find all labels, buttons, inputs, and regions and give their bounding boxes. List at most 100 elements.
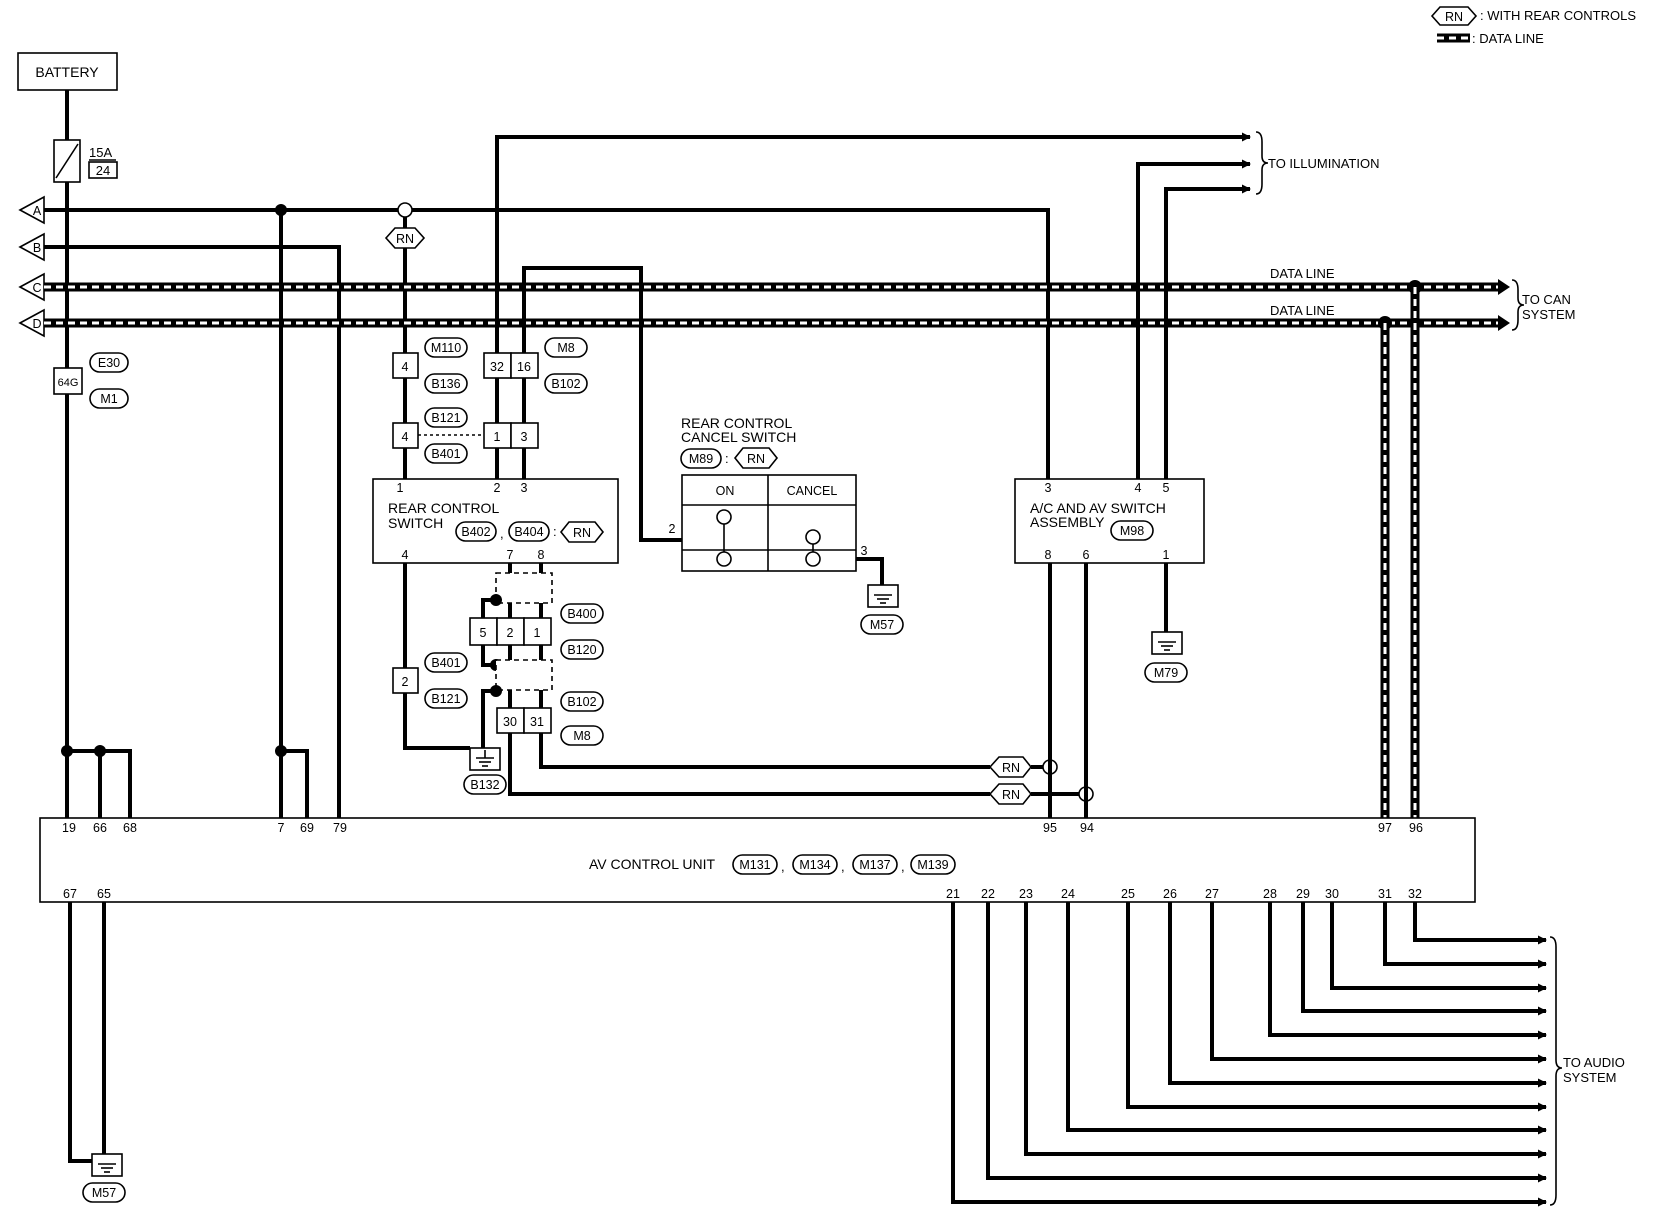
audio-label-line2: SYSTEM [1563, 1070, 1616, 1085]
svg-text:2: 2 [494, 481, 501, 495]
svg-text:32: 32 [490, 360, 504, 374]
svg-text:68: 68 [123, 821, 137, 835]
data-line-label-1: DATA LINE [1270, 266, 1335, 281]
cancel-switch-cancel: CANCEL [787, 484, 838, 498]
svg-text:1: 1 [534, 626, 541, 640]
wire-a [44, 208, 1050, 479]
legend: RN : WITH REAR CONTROLS : DATA LINE [1430, 6, 1636, 46]
fuse-amp: 15A [89, 145, 112, 160]
fuse-number: 24 [96, 163, 110, 178]
svg-text:1: 1 [397, 481, 404, 495]
cancel-switch-table [681, 474, 857, 572]
svg-text:24: 24 [1061, 887, 1075, 901]
rear-control-switch [372, 478, 619, 564]
svg-text:4: 4 [402, 360, 409, 374]
pin-64g: 64G [58, 377, 79, 389]
svg-text:5: 5 [1163, 481, 1170, 495]
svg-text:32: 32 [1408, 887, 1422, 901]
wire-illum-2 [1136, 159, 1251, 479]
wire-illum-3 [1164, 184, 1251, 479]
svg-text::: : [553, 524, 557, 539]
illumination-label: TO ILLUMINATION [1268, 156, 1379, 171]
input-a: A [18, 195, 45, 225]
conn-b120: B120 [567, 643, 596, 657]
legend-data-line-text: : DATA LINE [1472, 31, 1544, 46]
conn-m79: M79 [1154, 666, 1178, 680]
svg-text:3: 3 [1045, 481, 1052, 495]
svg-text:19: 19 [62, 821, 76, 835]
conn-m137: M137 [859, 858, 890, 872]
svg-text:5: 5 [480, 626, 487, 640]
svg-text:25: 25 [1121, 887, 1135, 901]
svg-text:8: 8 [538, 548, 545, 562]
connector-b400-pin1 [523, 617, 552, 646]
av-control-unit-label: AV CONTROL UNIT [589, 856, 715, 872]
can-label-line1: TO CAN [1522, 292, 1571, 307]
ac-av-switch-label-2: ASSEMBLY [1030, 514, 1105, 530]
svg-text:8: 8 [1045, 548, 1052, 562]
ac-av-switch-assembly [1014, 478, 1205, 564]
audio-label-line1: TO AUDIO [1563, 1055, 1625, 1070]
svg-text:A: A [33, 204, 42, 218]
conn-m57-upper: M57 [870, 618, 894, 632]
rn-tag-rcs: RN [573, 526, 591, 540]
conn-m1: M1 [100, 392, 117, 406]
data-line-label-2: DATA LINE [1270, 303, 1335, 318]
svg-text:65: 65 [97, 887, 111, 901]
conn-b132: B132 [470, 778, 499, 792]
conn-m134: M134 [799, 858, 830, 872]
rn-tag-94: RN [1002, 788, 1020, 802]
connector-m8-pin31 [523, 707, 552, 734]
connector-m8-pin30 [496, 707, 525, 734]
conn-b102-lower: B102 [567, 695, 596, 709]
conn-b121-upper: B121 [431, 411, 460, 425]
cancel-switch-label-2: CANCEL SWITCH [681, 429, 796, 445]
conn-b400: B400 [567, 607, 596, 621]
ground-b132-symbol [469, 747, 501, 771]
ac-av-switch-label-1: A/C AND AV SWITCH [1030, 500, 1166, 516]
conn-b102-upper: B102 [551, 377, 580, 391]
svg-text:69: 69 [300, 821, 314, 835]
ground-m79-symbol [1151, 631, 1183, 655]
svg-text:7: 7 [507, 548, 514, 562]
battery-box [17, 52, 118, 91]
connector-b121-pin3 [510, 422, 539, 449]
conn-b401-upper: B401 [431, 447, 460, 461]
conn-m110: M110 [431, 341, 461, 355]
svg-text:,: , [781, 859, 785, 874]
rn-tag-m89: RN [747, 452, 765, 466]
svg-text:21: 21 [946, 887, 960, 901]
conn-m89: M89 [689, 452, 713, 466]
conn-b136: B136 [431, 377, 460, 391]
cancel-switch-on: ON [716, 484, 735, 498]
rear-control-switch-label-1: REAR CONTROL [388, 500, 499, 516]
svg-text::: : [725, 451, 729, 466]
conn-m139: M139 [917, 858, 948, 872]
svg-text:94: 94 [1080, 821, 1094, 835]
svg-text:2: 2 [507, 626, 514, 640]
svg-text:22: 22 [981, 887, 995, 901]
svg-text:26: 26 [1163, 887, 1177, 901]
svg-text:79: 79 [333, 821, 347, 835]
svg-text:30: 30 [503, 715, 517, 729]
audio-output-wires [951, 902, 1547, 1207]
conn-m8-upper: M8 [557, 341, 574, 355]
svg-text:3: 3 [521, 481, 528, 495]
input-b: B [18, 232, 45, 262]
svg-text:27: 27 [1205, 887, 1219, 901]
svg-text:31: 31 [530, 715, 544, 729]
conn-b401-lower: B401 [431, 656, 460, 670]
conn-m57-lower: M57 [92, 1186, 116, 1200]
ground-m57-upper-symbol [867, 584, 899, 608]
svg-text:,: , [500, 526, 504, 541]
cancel-switch-label-1: REAR CONTROL [681, 415, 792, 431]
svg-text:96: 96 [1409, 821, 1423, 835]
conn-b402: B402 [461, 525, 490, 539]
av-bottom-right-pins: 21 22 23 24 25 26 27 28 29 30 31 32 [946, 887, 1422, 901]
battery-label: BATTERY [35, 64, 99, 80]
conn-m131: M131 [739, 858, 770, 872]
svg-text:97: 97 [1378, 821, 1392, 835]
svg-text:3: 3 [861, 544, 868, 558]
conn-b404: B404 [514, 525, 543, 539]
